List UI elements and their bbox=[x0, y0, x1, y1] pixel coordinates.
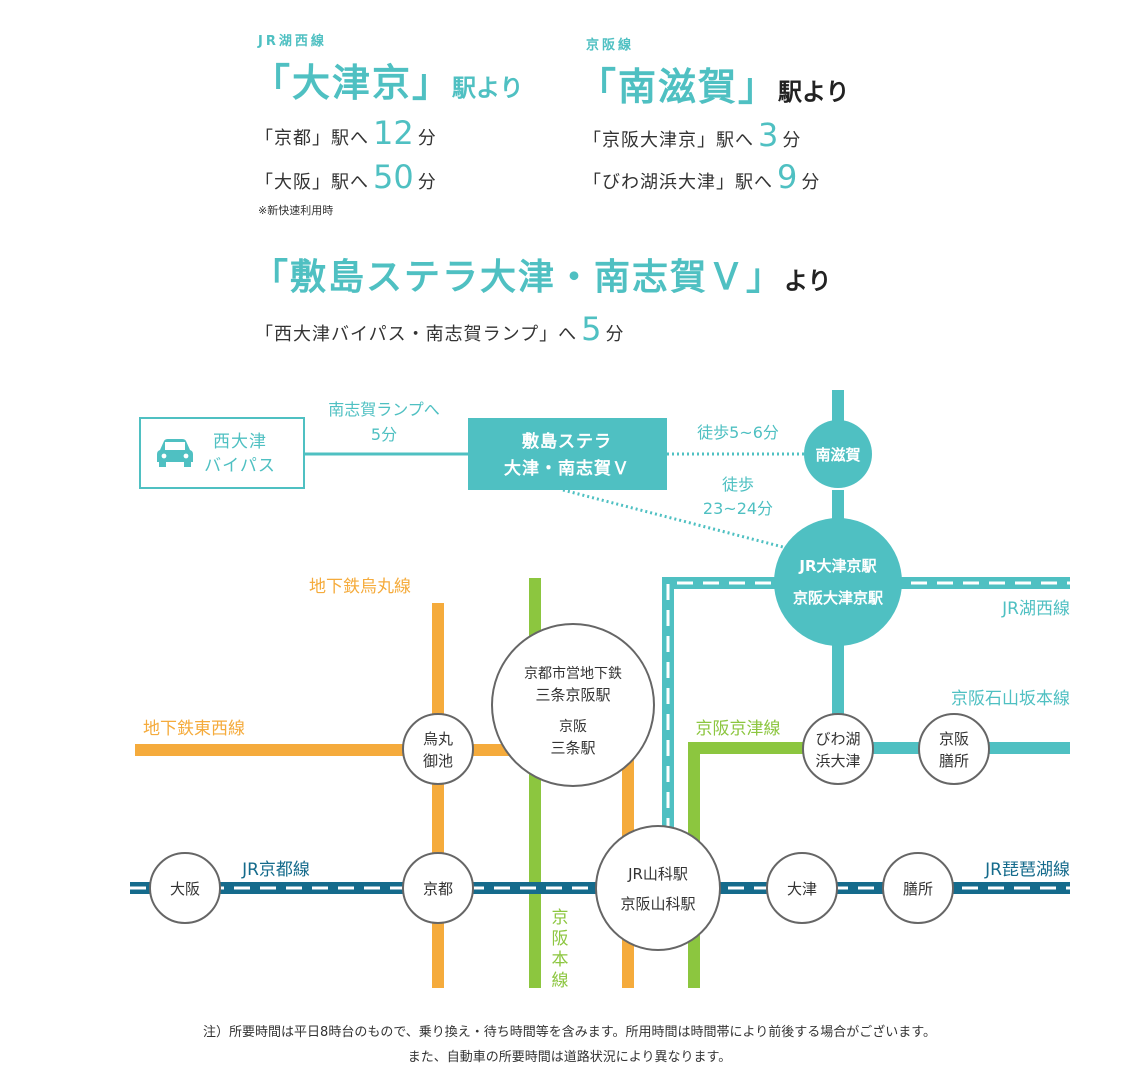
keihan-main-label-4: 線 bbox=[552, 971, 569, 991]
otsu-label: 大津 bbox=[787, 880, 817, 898]
kosei-line-label: JR湖西線 bbox=[1001, 599, 1070, 619]
row-unit: 分 bbox=[801, 172, 821, 193]
sanjo-station bbox=[491, 623, 655, 787]
ramp-label-1: 南志賀ランプへ bbox=[328, 400, 440, 419]
row-label: 「京阪大津京」駅へ bbox=[583, 130, 754, 151]
row-label: 「京都」駅へ bbox=[255, 128, 369, 149]
keihan-main-label-2: 阪 bbox=[552, 929, 569, 949]
car-icon bbox=[157, 439, 193, 467]
jr-station-name: 「大津京」 bbox=[252, 61, 453, 105]
otsukyo-label-2: 京阪大津京駅 bbox=[793, 589, 884, 607]
keishin-line-label: 京阪京津線 bbox=[696, 719, 781, 739]
tozai-line-label: 地下鉄東西線 bbox=[143, 719, 245, 739]
yamashina-label-1: JR山科駅 bbox=[627, 865, 688, 883]
minamishiga-label: 南滋賀 bbox=[815, 446, 860, 464]
jr-station-suffix: 駅より bbox=[452, 74, 524, 102]
sanjo-label-3: 京阪 bbox=[559, 719, 587, 735]
zeze-station bbox=[882, 852, 954, 924]
walk-label-1: 徒歩5~6分 bbox=[697, 423, 779, 442]
keihan-zeze-station bbox=[918, 713, 990, 785]
zeze-label: 膳所 bbox=[903, 880, 933, 898]
footer-note-1: 注）所要時間は平日8時台のもので、乗り換え・待ち時間等を含みます。所用時間は時間… bbox=[203, 1025, 936, 1040]
row-label: 「大阪」駅へ bbox=[255, 172, 369, 193]
jr-note: ※新快速利用時 bbox=[258, 204, 334, 217]
keihan-main-label-1: 京 bbox=[552, 908, 569, 928]
bypass-label-1: 西大津 bbox=[213, 432, 267, 452]
jr-kosei-line-dash bbox=[666, 581, 1070, 860]
jr-kosei-line-label: JR湖西線 bbox=[258, 34, 327, 49]
keihan-zeze-label-2: 膳所 bbox=[939, 752, 969, 770]
row-label: 「西大津バイパス・南志賀ランプ」へ bbox=[255, 324, 578, 345]
osaka-station bbox=[149, 852, 221, 924]
kyoto-line-label: JR京都線 bbox=[241, 860, 310, 880]
kyoto-label: 京都 bbox=[423, 880, 453, 898]
otsu-station bbox=[766, 852, 838, 924]
row-unit: 分 bbox=[605, 324, 625, 345]
row-unit: 分 bbox=[417, 128, 437, 149]
row-unit: 分 bbox=[782, 130, 802, 151]
karasuma-oike-label-1: 烏丸 bbox=[423, 730, 453, 748]
row-minutes: 5 bbox=[581, 310, 602, 348]
property-name: 「敷島ステラ大津・南志賀Ｖ」 bbox=[252, 257, 785, 298]
hamaotsu-label-2: 浜大津 bbox=[815, 752, 860, 770]
sanjo-label-4: 三条駅 bbox=[550, 739, 595, 757]
karasuma-oike-label-2: 御池 bbox=[423, 752, 453, 770]
osaka-label: 大阪 bbox=[170, 880, 200, 898]
property-suffix: より bbox=[784, 267, 832, 295]
biwako-line-label: JR琵琶湖線 bbox=[984, 860, 1070, 880]
walk-label-2b: 23~24分 bbox=[703, 499, 773, 518]
keihan-line-label: 京阪線 bbox=[586, 38, 635, 53]
yamashina-station bbox=[595, 825, 721, 951]
keihan-main-label-3: 本 bbox=[552, 950, 569, 970]
keihan-station-suffix: 駅より bbox=[778, 78, 850, 106]
sanjo-label-2: 三条京阪駅 bbox=[535, 686, 610, 704]
hamaotsu-station bbox=[802, 713, 874, 785]
karasuma-oike-station bbox=[402, 713, 474, 785]
row-label: 「びわ湖浜大津」駅へ bbox=[583, 172, 773, 193]
hamaotsu-label-1: びわ湖 bbox=[815, 730, 860, 748]
property-label-1: 敷島ステラ bbox=[522, 431, 612, 452]
row-unit: 分 bbox=[417, 172, 437, 193]
ramp-label-2: 5分 bbox=[371, 425, 397, 444]
keihan-station-heading: 「南滋賀」駅より bbox=[578, 56, 850, 111]
keihan-zeze-label-1: 京阪 bbox=[939, 730, 969, 748]
property-label-2: 大津・南志賀Ｖ bbox=[504, 458, 630, 479]
sanjo-label-1: 京都市営地下鉄 bbox=[524, 665, 622, 682]
row-minutes: 12 bbox=[373, 114, 414, 152]
otsukyo-station bbox=[774, 518, 902, 646]
walk-label-2a: 徒歩 bbox=[722, 475, 754, 494]
minamishiga-station bbox=[804, 420, 872, 488]
kyoto-station bbox=[402, 852, 474, 924]
property-heading: 「敷島ステラ大津・南志賀Ｖ」より bbox=[252, 248, 832, 300]
karasuma-line-label: 地下鉄烏丸線 bbox=[309, 577, 411, 597]
otsukyo-label-1: JR大津京駅 bbox=[798, 557, 877, 575]
footer-note-2: また、自動車の所要時間は道路状況により異なります。 bbox=[407, 1050, 732, 1065]
bypass-label-2: バイパス bbox=[204, 456, 276, 476]
ishiyama-line-label: 京阪石山坂本線 bbox=[951, 689, 1070, 709]
row-minutes: 50 bbox=[373, 158, 414, 196]
jr-station-heading: 「大津京」駅より bbox=[252, 52, 524, 107]
row-minutes: 3 bbox=[758, 116, 779, 154]
yamashina-label-2: 京阪山科駅 bbox=[620, 895, 695, 913]
property-box bbox=[468, 418, 667, 490]
row-minutes: 9 bbox=[777, 158, 798, 196]
keihan-station-name: 「南滋賀」 bbox=[578, 65, 779, 109]
